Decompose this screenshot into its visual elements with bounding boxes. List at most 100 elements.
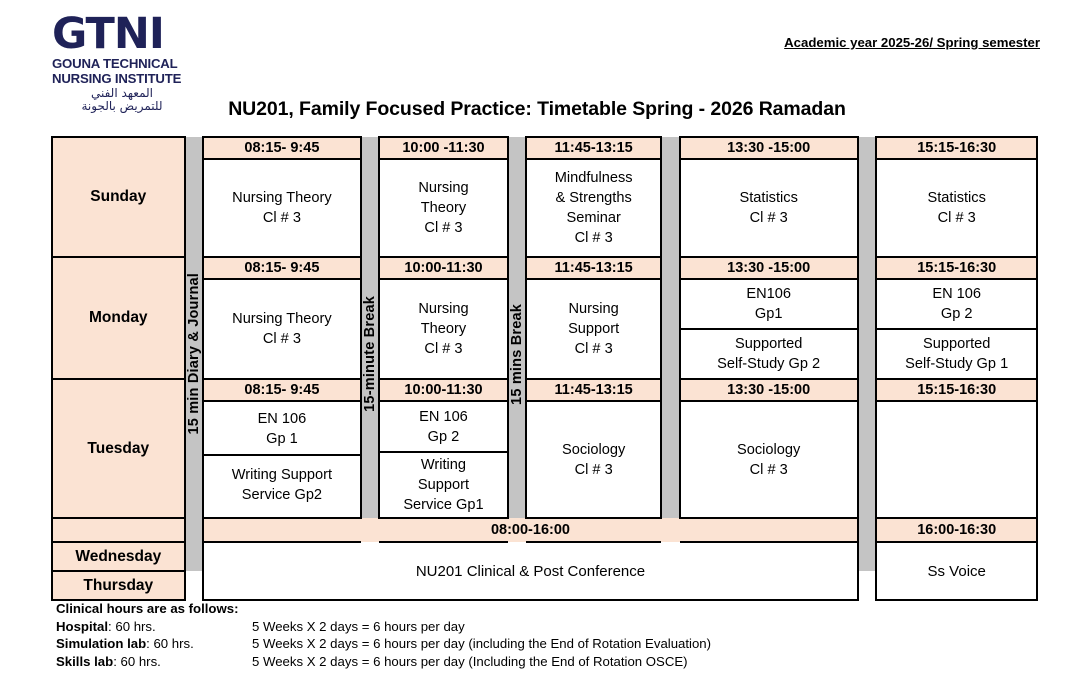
page-title: NU201, Family Focused Practice: Timetabl…	[228, 98, 846, 120]
table-row-monday-sessions: Nursing Theory Cl # 3 Nursing Theory Cl …	[52, 278, 1038, 380]
notes-detail: 5 Weeks X 2 days = 6 hours per day (incl…	[252, 636, 712, 651]
session-tue-2-top: EN 106 Gp 2	[380, 402, 507, 453]
session-sun-4: Statistics Cl # 3	[678, 158, 859, 258]
session-line: Service Gp2	[241, 487, 323, 503]
session-sun-2: Nursing Theory Cl # 3	[378, 158, 509, 258]
table-row-thursday: Thursday	[51, 570, 1037, 601]
split-session-mon-5: EN 106 Gp 2 Supported Self-Study Gp 1	[877, 280, 1036, 378]
table-row-wednesday: Wednesday NU201 Clinical & Post Conferen…	[51, 541, 1038, 601]
time-header-tue-4: 13:30 -15:00	[678, 378, 859, 402]
session-line: Writing Support	[231, 467, 333, 483]
session-mon-3: Nursing Support Cl # 3	[525, 278, 662, 380]
break-column-spacer-5	[857, 137, 877, 571]
session-line: Gp 2	[427, 428, 460, 445]
session-line: EN 106	[257, 411, 307, 427]
break-column-diary-journal: 15 min Diary & Journal	[184, 137, 204, 571]
session-sun-1: Nursing Theory Cl # 3	[202, 158, 362, 258]
table-row-tuesday-times: Tuesday 08:15- 9:45 10:00-11:30 11:45-13…	[51, 378, 1038, 519]
time-header-sun-1: 08:15- 9:45	[202, 136, 362, 160]
table-row-monday-times: Monday 08:15- 9:45 10:00-11:30 11:45-13:…	[51, 256, 1038, 380]
notes-label-cell: Simulation lab: 60 hrs.	[56, 636, 194, 651]
session-tue-4: Sociology Cl # 3	[678, 400, 859, 519]
day-label-sunday: Sunday	[51, 136, 186, 258]
time-header-tue-5: 15:15-16:30	[875, 378, 1038, 402]
day-label-thursday: Thursday	[51, 570, 186, 601]
session-line: Nursing Theory	[232, 190, 332, 206]
session-line: Cl # 3	[424, 341, 463, 357]
session-line: Self-Study Gp 1	[905, 356, 1009, 372]
time-header-tue-3: 11:45-13:15	[525, 378, 662, 402]
break-column-15-mins: 15 mins Break	[507, 137, 527, 571]
session-mon-1: Nursing Theory Cl # 3	[202, 278, 362, 380]
session-tue-2: EN 106 Gp 2 Writing Support Service Gp1	[378, 400, 509, 519]
day-label-wednesday: Wednesday	[51, 541, 186, 572]
split-session-mon-4: EN106 Gp1 Supported Self-Study Gp 2	[680, 280, 857, 378]
session-line: EN106	[746, 286, 791, 302]
table-row-tuesday-sessions: EN 106 Gp 1 Writing Support Service Gp2	[52, 400, 1038, 519]
session-line: Mindfulness	[554, 170, 633, 186]
session-line: Writing	[420, 457, 467, 473]
split-session-tue-1: EN 106 Gp 1 Writing Support Service Gp2	[204, 404, 360, 515]
logo-subtitle-line2: NURSING INSTITUTE	[52, 71, 182, 87]
logo-subtitle-line1: GOUNA TECHNICAL	[52, 56, 178, 71]
session-line: Cl # 3	[574, 230, 613, 246]
session-line: Support	[417, 477, 470, 493]
clinical-last-time-header: 16:00-16:30	[875, 517, 1038, 543]
time-header-sun-3: 11:45-13:15	[525, 136, 662, 160]
session-line: Cl # 3	[262, 210, 301, 226]
logo-arabic-line1: المعهد الفني	[90, 85, 154, 100]
notes-row-simulation-lab: Simulation lab: 60 hrs. 5 Weeks X 2 days …	[56, 635, 711, 653]
session-mon-5-top: EN 106 Gp 2	[877, 280, 1036, 330]
notes-row-skills-lab: Skills lab: 60 hrs.5 Weeks X 2 days = 6 …	[56, 653, 711, 671]
time-header-mon-4: 13:30 -15:00	[678, 256, 859, 280]
session-line: EN 106	[932, 286, 982, 302]
session-line: Supported	[735, 336, 803, 352]
academic-year-label: Academic year 2025-26/ Spring semester	[784, 35, 1040, 50]
day-label-tuesday: Tuesday	[51, 378, 186, 519]
session-tue-1-bottom: Writing Support Service Gp2	[204, 455, 359, 515]
session-line: Nursing	[418, 180, 469, 196]
time-header-tue-2: 10:00-11:30	[378, 378, 509, 402]
session-line: Cl # 3	[749, 210, 788, 226]
table-row-clinical-times: 08:00-16:00 16:00-16:30	[51, 517, 1038, 543]
session-tue-1: EN 106 Gp 1 Writing Support Service Gp2	[202, 400, 362, 519]
split-session-tue-2: EN 106 Gp 2 Writing Support Service Gp1	[380, 402, 507, 517]
session-line: Cl # 3	[749, 461, 788, 478]
time-header-sun-5: 15:15-16:30	[875, 136, 1038, 160]
session-line: Cl # 3	[262, 331, 301, 347]
notes-heading: Clinical hours are as follows:	[56, 601, 239, 616]
session-tue-2-bottom: Writing Support Service Gp1	[380, 452, 506, 517]
session-sun-5: Statistics Cl # 3	[875, 158, 1038, 258]
timetable-container: Sunday 15 min Diary & Journal 08:15- 9:4…	[51, 136, 1038, 601]
session-sun-3: Mindfulness & Strengths Seminar Cl # 3	[525, 158, 662, 258]
break-column-15-minute: 15-minute Break	[360, 137, 380, 571]
break-label-diary-journal: 15 min Diary & Journal	[185, 273, 202, 435]
session-tue-5-empty	[875, 400, 1038, 519]
session-mon-5-bottom: Supported Self-Study Gp 1	[877, 329, 1036, 378]
logo-wordmark: GTNI	[52, 9, 165, 59]
session-line: Seminar	[566, 210, 621, 226]
table-row-sunday-times: Sunday 15 min Diary & Journal 08:15- 9:4…	[51, 136, 1038, 571]
time-header-mon-2: 10:00-11:30	[378, 256, 509, 280]
break-label-15-minute: 15-minute Break	[361, 296, 378, 412]
session-line: Nursing	[568, 301, 619, 317]
time-header-tue-1: 08:15- 9:45	[202, 378, 362, 402]
session-line: Theory	[420, 321, 467, 337]
session-line: Nursing Theory	[232, 311, 332, 327]
session-mon-4-bottom: Supported Self-Study Gp 2	[681, 329, 857, 378]
session-line: Statistics	[739, 190, 798, 206]
session-line: & Strengths	[555, 190, 632, 206]
session-line: Gp1	[754, 306, 783, 322]
table-row-sunday-sessions: Nursing Theory Cl # 3 Nursing Theory Cl …	[52, 158, 1038, 258]
session-mon-4: EN106 Gp1 Supported Self-Study Gp 2	[678, 278, 859, 380]
session-line: Self-Study Gp 2	[717, 356, 821, 372]
session-line: Cl # 3	[574, 341, 613, 357]
notes-label-cell: Skills lab: 60 hrs.	[56, 653, 161, 669]
session-tue-1-top: EN 106 Gp 1	[204, 404, 360, 456]
time-header-sun-2: 10:00 -11:30	[378, 136, 509, 160]
session-mon-4-top: EN106 Gp1	[680, 280, 857, 330]
session-line: Service Gp1	[403, 497, 484, 513]
session-line: Nursing	[418, 301, 469, 317]
session-mon-5: EN 106 Gp 2 Supported Self-Study Gp 1	[875, 278, 1038, 380]
